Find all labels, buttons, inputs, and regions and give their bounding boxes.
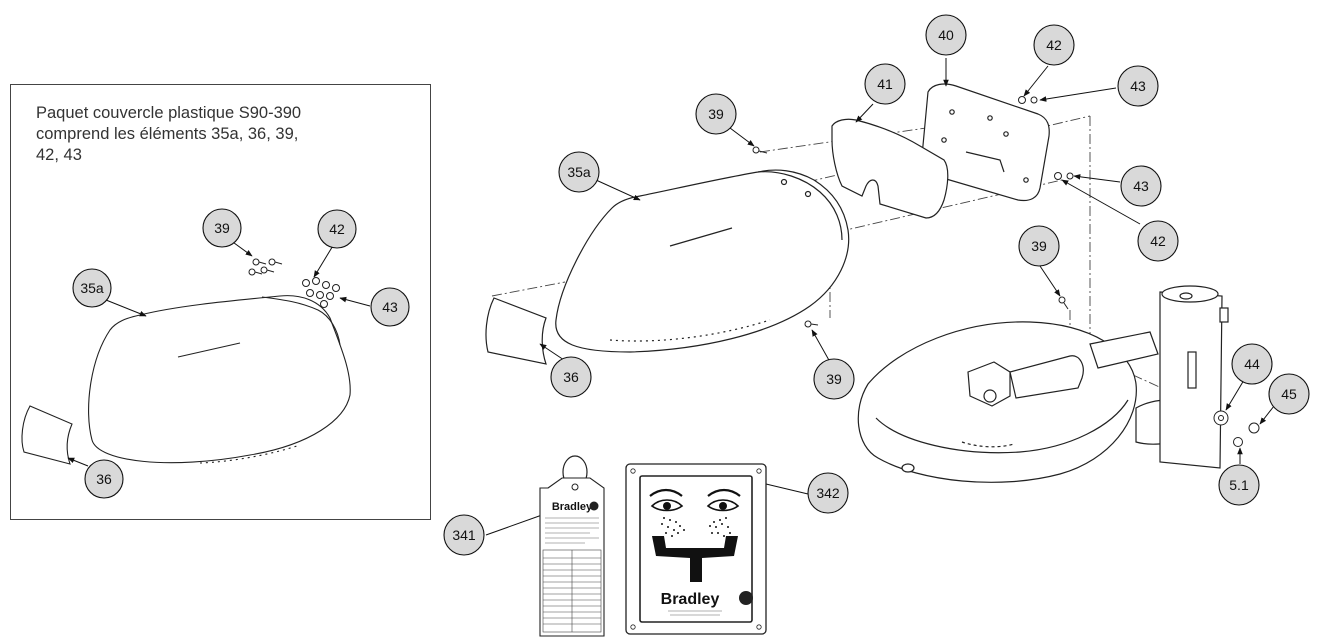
callout-label: 39 (826, 371, 842, 387)
bowl-assembly (857, 285, 1229, 483)
callout-bubble: 39 (695, 93, 737, 135)
eye-icon (649, 488, 684, 512)
callout-bubble: 39 (1018, 225, 1060, 267)
callout-bubble: 44 (1231, 343, 1273, 385)
inset-cover-35a (88, 295, 351, 464)
callout-bubble: 45 (1268, 373, 1310, 415)
callout-label: 39 (214, 220, 230, 236)
callout-bubble: 42 (1137, 220, 1179, 262)
callout-label: 41 (877, 76, 893, 92)
callout-label: 35a (567, 164, 591, 180)
callout-label: 42 (1150, 233, 1166, 249)
callout-label: 45 (1281, 386, 1297, 402)
inset-deflector-36 (21, 405, 73, 465)
inset-screws-39 (248, 258, 283, 276)
main-deflector-36 (485, 297, 547, 365)
callout-bubble: 39 (202, 208, 242, 248)
callout-bubble: 43 (1120, 165, 1162, 207)
callout-bubble: 36 (550, 356, 592, 398)
callout-label: 5.1 (1229, 477, 1249, 493)
callout-label: 44 (1244, 356, 1260, 372)
callout-bubble: 35a (558, 151, 600, 193)
callout-label: 43 (1130, 78, 1146, 94)
callout-bubble: 43 (370, 287, 410, 327)
fittings-44-45-51 (1213, 410, 1260, 447)
callout-label: 342 (816, 485, 840, 501)
sign-brand-logo: Bradley (661, 591, 720, 608)
callout-label: 42 (329, 221, 345, 237)
callout-label: 36 (563, 369, 579, 385)
callout-bubble: 39 (813, 358, 855, 400)
callout-label: 42 (1046, 37, 1062, 53)
inset-nuts-43 (316, 284, 340, 308)
sign-fine-print (668, 610, 722, 616)
inset-note-line: comprend les éléments 35a, 36, 39, (36, 125, 299, 143)
inspection-tag-341: Bradley (539, 455, 605, 637)
callout-label: 39 (708, 106, 724, 122)
callout-label: 43 (382, 299, 398, 315)
callout-bubble: 342 (807, 472, 849, 514)
callout-bubble: 41 (864, 63, 906, 105)
callout-bubble: 35a (72, 268, 112, 308)
spray-pattern (661, 517, 731, 537)
main-cover-35a (555, 169, 850, 353)
callout-bubble: 40 (925, 14, 967, 56)
inset-note-line: 42, 43 (36, 146, 82, 164)
callout-label: 39 (1031, 238, 1047, 254)
callout-label: 40 (938, 27, 954, 43)
inset-kit-box (10, 84, 431, 520)
callout-label: 36 (96, 471, 112, 487)
callout-label: 341 (452, 527, 476, 543)
inset-note-line: Paquet couvercle plastique S90-390 (36, 104, 302, 122)
callout-bubble: 43 (1117, 65, 1159, 107)
washers-nuts-42-43 (1018, 96, 1074, 180)
inset-kit-note: Paquet couvercle plastique S90-390 compr… (36, 103, 416, 166)
tag-fine-print (545, 517, 599, 544)
inset-washers-42 (302, 277, 330, 297)
tag-brand-logo: Bradley (552, 501, 593, 513)
callout-bubble: 42 (317, 209, 357, 249)
callout-bubble: 341 (443, 514, 485, 556)
callout-label: 35a (80, 280, 104, 296)
eye-icon (706, 488, 741, 512)
callout-label: 43 (1133, 178, 1149, 194)
callout-bubble: 36 (84, 459, 124, 499)
eyewash-sign-342: Bradley (625, 463, 767, 635)
callout-bubble: 42 (1033, 24, 1075, 66)
tag-inspection-grid (542, 549, 602, 633)
callout-bubble: 5.1 (1218, 464, 1260, 506)
screw-39 (752, 146, 1069, 328)
